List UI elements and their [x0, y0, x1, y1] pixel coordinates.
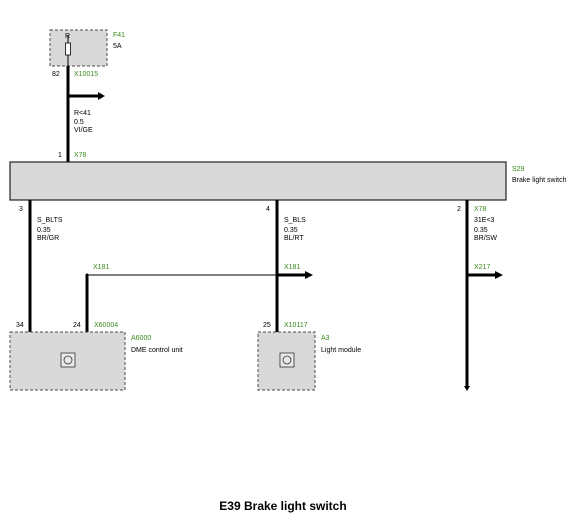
- dme-connector: X60004: [94, 322, 118, 329]
- wire-right-gauge: 0.35: [474, 227, 488, 234]
- dme-pin-b: 24: [73, 322, 81, 329]
- wire-right-signal: 31E<3: [474, 217, 495, 224]
- light-module-symbol-ring: [282, 355, 292, 365]
- wire-right-end: [464, 386, 470, 391]
- fuse-connector: X10015: [74, 71, 98, 78]
- switch-top-pin: 1: [58, 152, 62, 159]
- dme-name: A6000: [131, 335, 151, 342]
- x181-left-label: X181: [93, 264, 109, 271]
- wire-mid-color: BL/RT: [284, 235, 304, 242]
- fuse-icon: [65, 42, 71, 56]
- continuation-arrow: [98, 92, 105, 100]
- x217-arrow: [495, 271, 503, 279]
- fuse-box: [49, 29, 108, 67]
- wire-mid-gauge: 0.35: [284, 227, 298, 234]
- fuse-name: F41: [113, 32, 125, 39]
- dme-pin-a: 34: [16, 322, 24, 329]
- wire-mid-signal: S_BLS: [284, 217, 306, 224]
- dme-symbol-ring: [63, 355, 73, 365]
- light-module-name: A3: [321, 335, 330, 342]
- wire-left-color: BR/GR: [37, 235, 59, 242]
- dme-symbol-icon: [60, 352, 76, 368]
- wire-left-signal: S_BLTS: [37, 217, 63, 224]
- x181-right-label: X181: [284, 264, 300, 271]
- light-module-description: Light module: [321, 347, 361, 354]
- wire-left-gauge: 0.35: [37, 227, 51, 234]
- switch-pin-right: 2: [457, 206, 461, 213]
- switch-right-connector: X78: [474, 206, 487, 213]
- light-module-pin: 25: [263, 322, 271, 329]
- switch-top-connector: X78: [74, 152, 87, 159]
- x217-label: X217: [474, 264, 490, 271]
- wire-top-gauge: 0.5: [74, 119, 84, 126]
- brake-light-switch: [9, 161, 507, 201]
- wire-top-color: VI/GE: [74, 127, 93, 134]
- x181-arrow: [305, 271, 313, 279]
- light-module-connector: X10117: [284, 322, 308, 329]
- wire-top-label: R<41: [74, 110, 91, 117]
- dme-description: DME control unit: [131, 347, 183, 354]
- fuse-rating: 5A: [113, 43, 122, 50]
- fuse-pin: 82: [52, 71, 60, 78]
- wire-right-color: BR/SW: [474, 235, 497, 242]
- switch-description: Brake light switch: [512, 177, 567, 184]
- diagram-title: E39 Brake light switch: [219, 499, 346, 513]
- switch-pin-left: 3: [19, 206, 23, 213]
- switch-name: S29: [512, 166, 525, 173]
- fuse-label: R: [65, 33, 70, 40]
- light-module-symbol-icon: [279, 352, 295, 368]
- switch-pin-mid: 4: [266, 206, 270, 213]
